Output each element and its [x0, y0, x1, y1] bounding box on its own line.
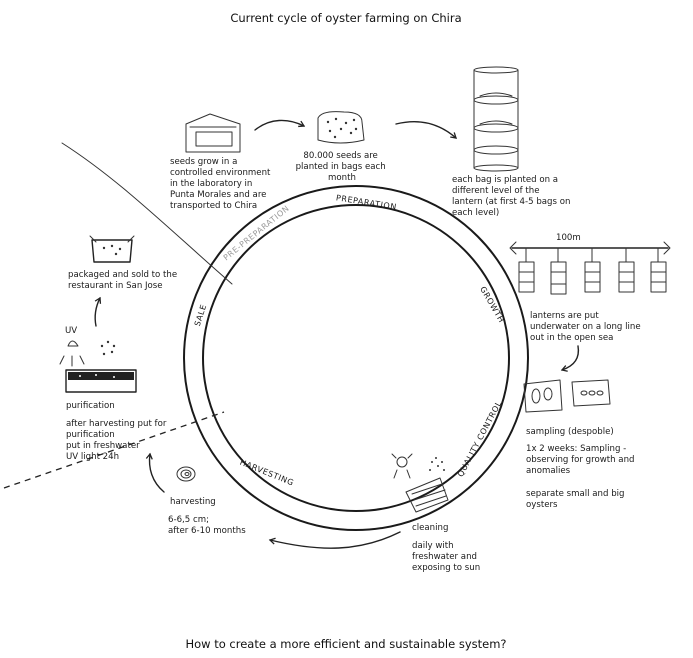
arrow-lanterns-to-sampling [560, 345, 580, 372]
step-sampling-title: sampling (despoble) [526, 427, 614, 437]
stage-pre-preparation: PRE-PREPARATION [222, 204, 292, 263]
diagram-title: Current cycle of oyster farming on Chira [230, 11, 461, 25]
step-sampling-body: 1x 2 weeks: Sampling - observing for gro… [526, 444, 637, 476]
longline-length-label: 100m [556, 233, 581, 243]
longline-icon [509, 241, 671, 295]
uv-label: UV [65, 326, 77, 336]
lantern-icon [473, 66, 519, 172]
stage-preparation: PREPARATION [335, 193, 397, 212]
oyster-icon [176, 466, 196, 482]
arrow-bag-to-lantern [395, 121, 457, 139]
arrow-purification-to-packaging [94, 296, 102, 327]
step-purification-body: after harvesting put for purification pu… [66, 419, 169, 462]
step-levels: each bag is planted on a different level… [452, 175, 573, 218]
package-box-icon [89, 235, 135, 263]
uv-lamp-icon [59, 340, 116, 367]
stage-growth: GROWTH [478, 285, 506, 325]
step-harvesting-title: harvesting [170, 497, 216, 507]
step-packaged: packaged and sold to the restaurant in S… [68, 270, 180, 291]
sampling-trays-icon [523, 379, 611, 413]
arrow-lab-to-bag [254, 119, 306, 131]
boundary-dashed-line [3, 411, 225, 489]
arrow-harvesting-to-purification [145, 452, 165, 493]
cycle-ring [183, 185, 529, 531]
step-planted: 80.000 seeds are planted in bags each mo… [296, 151, 389, 183]
arrow-cleaning-to-harvesting [268, 531, 401, 549]
cleaning-icon [391, 453, 449, 513]
stage-quality-control: QUALITY CONTROL [456, 399, 504, 478]
step-cleaning-body: daily with freshwater and exposing to su… [412, 541, 480, 573]
step-cleaning-title: cleaning [412, 523, 448, 533]
step-purification-title: purification [66, 401, 115, 411]
step-lanterns: lanterns are put underwater on a long li… [530, 311, 643, 343]
closing-question: How to create a more efficient and susta… [185, 637, 506, 651]
seed-bag-icon [317, 111, 365, 144]
purification-tank-icon [65, 369, 137, 393]
step-separate: separate small and big oysters [526, 489, 627, 510]
lab-building-icon [185, 113, 241, 153]
step-harvesting-body: 6-6,5 cm; after 6-10 months [168, 515, 246, 536]
step-seeds-lab: seeds grow in a controlled environment i… [170, 157, 273, 211]
boundary-line [61, 142, 233, 285]
